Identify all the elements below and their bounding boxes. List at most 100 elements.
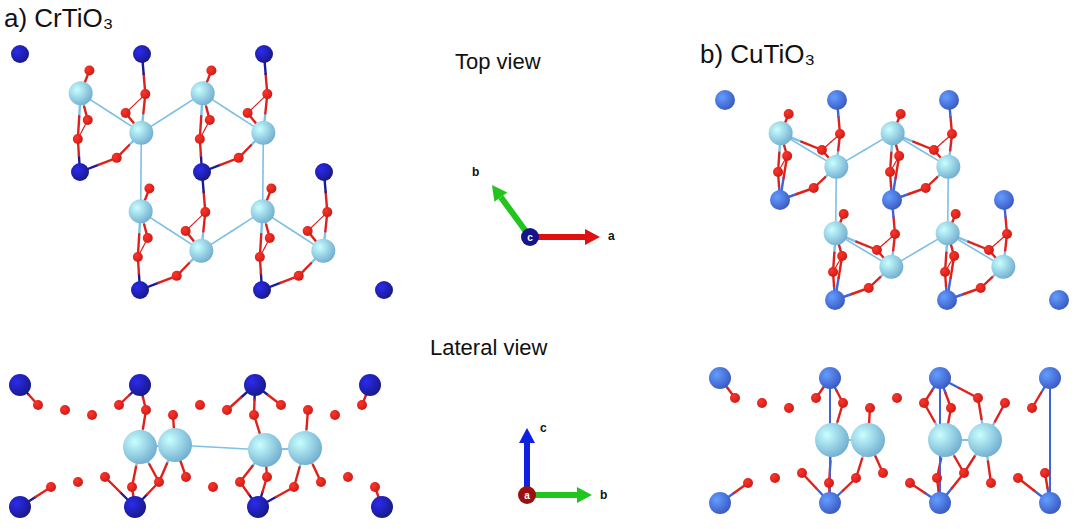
oxygen-atom <box>892 393 902 403</box>
metal-atom <box>9 374 31 396</box>
titanium-atom <box>936 221 960 245</box>
oxygen-atom <box>200 207 210 217</box>
oxygen-atom <box>730 393 740 403</box>
oxygen-atom <box>984 245 994 255</box>
titanium-atom <box>936 155 960 179</box>
titanium-atom <box>824 155 848 179</box>
titanium-atom <box>251 121 275 145</box>
oxygen-atom <box>330 410 340 420</box>
metal-atom <box>244 374 266 396</box>
oxygen-atom <box>234 153 244 163</box>
oxygen-atom <box>289 482 299 492</box>
oxygen-atom <box>87 410 97 420</box>
oxygen-atom <box>46 482 56 492</box>
metal-atom <box>882 190 902 210</box>
metal-atom <box>994 190 1014 210</box>
oxygen-atom <box>811 393 821 403</box>
metal-atom <box>129 374 151 396</box>
oxygen-atom <box>249 410 259 420</box>
oxygen-atom <box>835 129 845 139</box>
axis-arrowhead <box>519 428 535 443</box>
titanium-atom <box>815 423 849 457</box>
oxygen-atom <box>959 468 969 478</box>
oxygen-atom <box>973 393 983 403</box>
oxygen-atom <box>784 109 794 119</box>
oxygen-atom <box>262 472 272 482</box>
metal-atom <box>715 90 735 110</box>
oxygen-atom <box>839 209 849 219</box>
titanium-atom <box>69 81 93 105</box>
metal-atom <box>819 492 841 514</box>
oxygen-atom <box>784 403 794 413</box>
oxygen-atom <box>838 398 848 408</box>
oxygen-atom <box>949 251 959 261</box>
oxygen-atom <box>1013 473 1023 483</box>
metal-atom <box>359 374 381 396</box>
oxygen-atom <box>141 405 151 415</box>
view-label: Lateral view <box>430 336 547 360</box>
oxygen-atom <box>195 400 205 410</box>
oxygen-atom <box>940 267 950 277</box>
axis-label: a <box>524 490 530 501</box>
oxygen-atom <box>73 134 83 144</box>
oxygen-atom <box>265 233 275 243</box>
metal-atom <box>929 367 951 389</box>
axis-label: c <box>540 422 547 435</box>
metal-atom <box>133 45 151 63</box>
metal-atom <box>937 290 957 310</box>
titanium-atom <box>991 255 1015 279</box>
panel-label: b) CuTiO₃ <box>700 40 815 69</box>
oxygen-atom <box>1027 403 1037 413</box>
axis-origin <box>521 228 539 246</box>
oxygen-atom <box>894 151 904 161</box>
oxygen-atom <box>206 66 216 76</box>
metal-atom <box>929 492 951 514</box>
axis-arrowhead <box>492 185 507 202</box>
metal-atom <box>71 163 89 181</box>
oxygen-atom <box>890 229 900 239</box>
oxygen-atom <box>865 403 875 413</box>
panel-label: a) CrTiO₃ <box>4 4 113 33</box>
titanium-atom <box>189 239 213 263</box>
oxygen-atom <box>743 478 753 488</box>
axis-label: a <box>608 230 615 243</box>
oxygen-atom <box>255 252 265 262</box>
titanium-atom <box>928 423 962 457</box>
oxygen-atom <box>947 129 957 139</box>
oxygen-atom <box>112 153 122 163</box>
oxygen-atom <box>266 184 276 194</box>
oxygen-atom <box>172 271 182 281</box>
metal-atom <box>1039 492 1061 514</box>
titanium-atom <box>824 221 848 245</box>
titanium-atom <box>851 423 885 457</box>
oxygen-atom <box>73 477 83 487</box>
oxygen-atom <box>932 473 942 483</box>
oxygen-atom <box>343 472 353 482</box>
titanium-atom <box>129 121 153 145</box>
metal-atom <box>315 163 333 181</box>
oxygen-atom <box>824 478 834 488</box>
metal-atom <box>1049 290 1069 310</box>
oxygen-atom <box>83 115 93 125</box>
metal-atom <box>375 281 393 299</box>
oxygen-atom <box>208 482 218 492</box>
oxygen-atom <box>946 403 956 413</box>
metal-atom <box>247 496 269 518</box>
oxygen-atom <box>770 473 780 483</box>
oxygen-atom <box>370 482 380 492</box>
oxygen-atom <box>828 267 838 277</box>
atom-layer <box>9 45 1069 518</box>
axis-label: b <box>600 489 607 502</box>
oxygen-atom <box>851 473 861 483</box>
titanium-atom <box>968 423 1002 457</box>
oxygen-atom <box>951 209 961 219</box>
metal-atom <box>253 281 271 299</box>
metal-atom <box>371 496 393 518</box>
oxygen-atom <box>921 183 931 193</box>
titanium-atom <box>191 81 215 105</box>
titanium-atom <box>251 199 275 223</box>
metal-atom <box>770 190 790 210</box>
axis-label: c <box>527 232 533 243</box>
